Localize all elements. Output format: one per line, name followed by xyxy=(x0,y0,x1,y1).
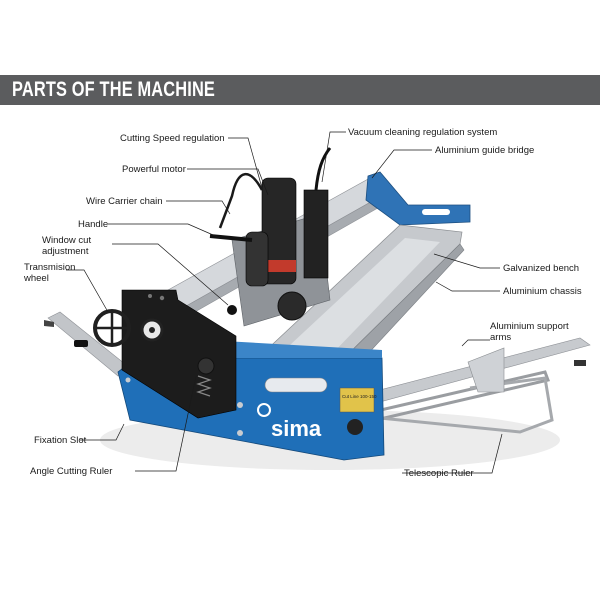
leader-galvanized xyxy=(433,253,500,269)
label-handle: Handle xyxy=(78,219,109,230)
front-knob xyxy=(347,419,363,435)
leader-telescopic xyxy=(402,433,503,474)
label-guide-bridge: Aluminium guide bridge xyxy=(435,145,535,156)
leader-guide-bridge xyxy=(371,149,432,179)
window-cut-knob xyxy=(227,305,237,315)
angle-square xyxy=(467,347,505,393)
front-bolt-2 xyxy=(237,430,243,436)
label-motor: Powerful motor xyxy=(122,164,186,175)
page-title: PARTS OF THE MACHINE xyxy=(12,78,216,101)
plate-text: Cut Line 100-150 xyxy=(342,394,377,399)
right-foot xyxy=(574,360,586,366)
motor-grip xyxy=(245,231,269,287)
vacuum-box xyxy=(303,189,329,279)
label-window-cut: Window cut adjustment xyxy=(42,235,92,257)
speed-cable xyxy=(218,172,264,229)
label-transmission: Transmision wheel xyxy=(24,262,76,284)
side-plate-hole-1 xyxy=(159,295,165,301)
rear-blue-endplate xyxy=(365,171,471,226)
front-bolt-1 xyxy=(237,402,243,408)
label-vacuum: Vacuum cleaning regulation system xyxy=(348,127,498,138)
motor-red-band xyxy=(262,260,296,272)
front-slot xyxy=(264,377,328,393)
motor-body xyxy=(261,177,297,285)
left-front-rail-foot xyxy=(44,320,54,327)
leader-vacuum xyxy=(321,131,346,183)
label-support-arms: Aluminium support arms xyxy=(490,321,569,343)
front-plate xyxy=(339,387,375,413)
leader-chassis xyxy=(435,281,500,292)
leader-lines xyxy=(66,131,503,474)
wheel-hub-inner xyxy=(149,327,155,333)
side-plate-spring xyxy=(196,375,212,397)
label-fixation: Fixation Slot xyxy=(34,435,87,446)
motor-blade-guard xyxy=(277,291,307,321)
leader-motor xyxy=(187,168,269,196)
label-cutting-speed: Cutting Speed regulation xyxy=(120,133,225,144)
front-bolt-3 xyxy=(125,377,131,383)
leader-angle-ruler xyxy=(135,375,197,472)
leader-support-arms xyxy=(461,339,490,347)
label-chain: Wire Carrier chain xyxy=(86,196,163,207)
header-banner: PARTS OF THE MACHINE xyxy=(0,75,600,105)
leader-chain xyxy=(166,200,231,215)
leader-fixation xyxy=(80,423,125,441)
leader-transmission xyxy=(66,269,109,313)
label-chassis: Aluminium chassis xyxy=(503,286,582,297)
wheel-handle xyxy=(74,340,88,347)
vacuum-hose xyxy=(314,147,332,191)
rear-endplate-slot xyxy=(422,209,450,215)
label-galvanized: Galvanized bench xyxy=(503,263,580,274)
leader-cutting-speed xyxy=(228,137,263,189)
galvanized-bench-sheen xyxy=(290,238,440,356)
telescopic-ruler-loop xyxy=(379,376,554,434)
leader-handle xyxy=(108,223,221,239)
transmission-wheel xyxy=(93,309,131,347)
side-plate-knob xyxy=(197,357,215,375)
leader-window-cut xyxy=(112,243,229,306)
label-angle-ruler: Angle Cutting Ruler xyxy=(30,466,113,477)
brand-logo: sima xyxy=(271,416,322,441)
label-telescopic: Telescopic Ruler xyxy=(404,468,474,479)
brand-logo-mark xyxy=(257,403,271,417)
side-plate-hole-2 xyxy=(148,294,152,298)
